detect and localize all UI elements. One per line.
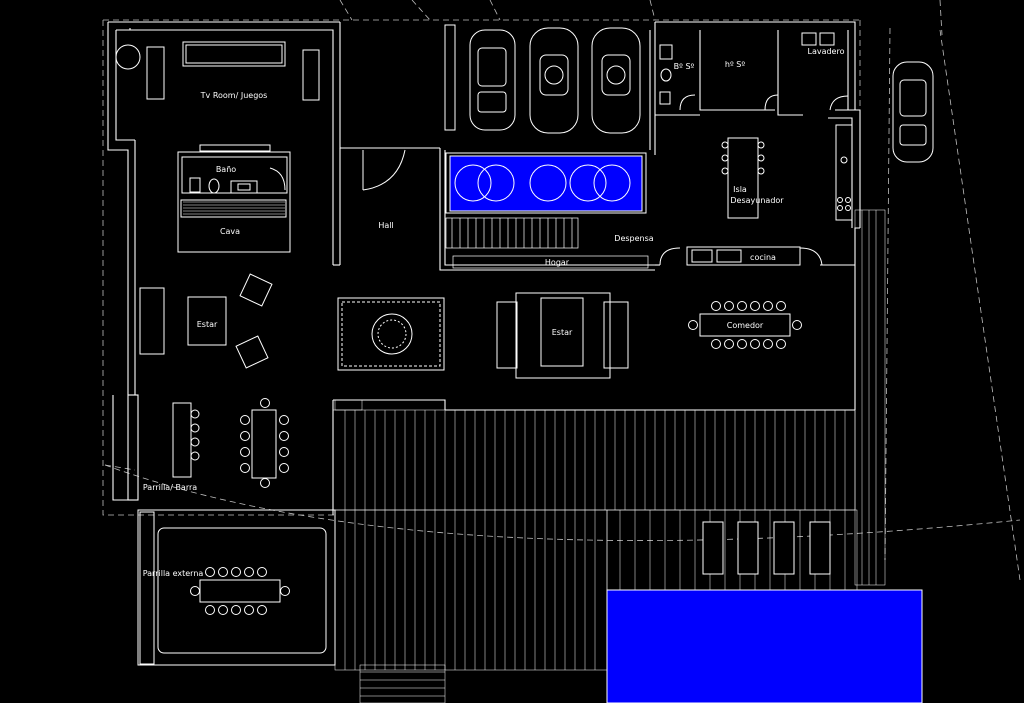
- kitchen: [659, 137, 823, 266]
- label-hab-servicio: hº Sº: [725, 60, 745, 69]
- dining-table: [688, 301, 802, 349]
- label-cava: Cava: [220, 227, 240, 236]
- label-hall: Hall: [378, 221, 393, 230]
- service-rooms: [659, 32, 853, 221]
- living-rug: [337, 297, 445, 371]
- stairs: [445, 217, 649, 269]
- roof-outline-dashed: [102, 0, 1021, 581]
- label-isla-2: Desayunador: [730, 196, 784, 205]
- deck: [332, 209, 886, 703]
- hall-door: [362, 149, 406, 191]
- walls: [107, 21, 861, 515]
- bath-cava: [177, 151, 291, 253]
- sun-loungers: [702, 521, 831, 575]
- room-labels: Tv Room/ Juegos Baño Cava Hall Bº Sº hº …: [143, 47, 845, 578]
- indoor-water-feature: [445, 152, 647, 214]
- label-comedor: Comedor: [727, 321, 764, 330]
- label-parrilla-externa: Parrilla externa: [143, 569, 204, 578]
- label-despensa: Despensa: [614, 234, 653, 243]
- tv-room-furniture: [115, 41, 320, 152]
- swimming-pool: [606, 589, 923, 703]
- label-lavadero: Lavadero: [807, 47, 844, 56]
- label-bano: Baño: [216, 165, 236, 174]
- garage-cars: [444, 24, 934, 163]
- outdoor-grill-area: [137, 509, 336, 666]
- label-parrilla-barra: Parrilla/ Barra: [143, 483, 197, 492]
- label-bano-servicio: Bº Sº: [674, 62, 695, 71]
- label-estar-left: Estar: [197, 320, 218, 329]
- label-estar-center: Estar: [552, 328, 573, 337]
- label-tv-room: Tv Room/ Juegos: [200, 91, 268, 100]
- living-center: [496, 292, 629, 379]
- label-isla-1: Isla: [733, 185, 747, 194]
- bar-area: [172, 398, 289, 488]
- label-cocina: cocina: [750, 253, 776, 262]
- living-left: [139, 273, 273, 369]
- label-hogar: Hogar: [545, 258, 570, 267]
